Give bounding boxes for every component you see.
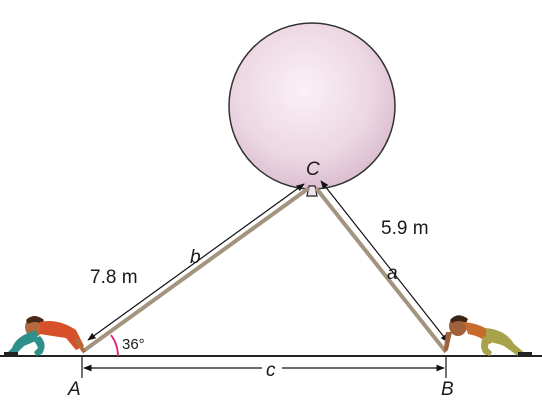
side-label-c: c (266, 360, 276, 381)
point-label-b: B (441, 379, 454, 400)
balloon-knot-icon (306, 185, 318, 197)
person-right-icon (444, 315, 532, 356)
rope-right (314, 186, 448, 354)
c-label-backdrop (262, 358, 282, 378)
side-label-b: b (190, 247, 201, 268)
dimension-arrow-b (87, 183, 305, 341)
person-left-icon (4, 316, 86, 356)
side-label-a: a (387, 263, 398, 284)
measurement-angle-a: 36° (122, 336, 145, 353)
dimension-arrow-a (320, 180, 449, 343)
angle-arc-a (110, 334, 119, 357)
measurement-side-b: 7.8 m (90, 267, 138, 288)
point-label-c: C (306, 159, 320, 180)
point-label-a: A (67, 379, 81, 400)
measurement-side-a: 5.9 m (381, 218, 429, 239)
